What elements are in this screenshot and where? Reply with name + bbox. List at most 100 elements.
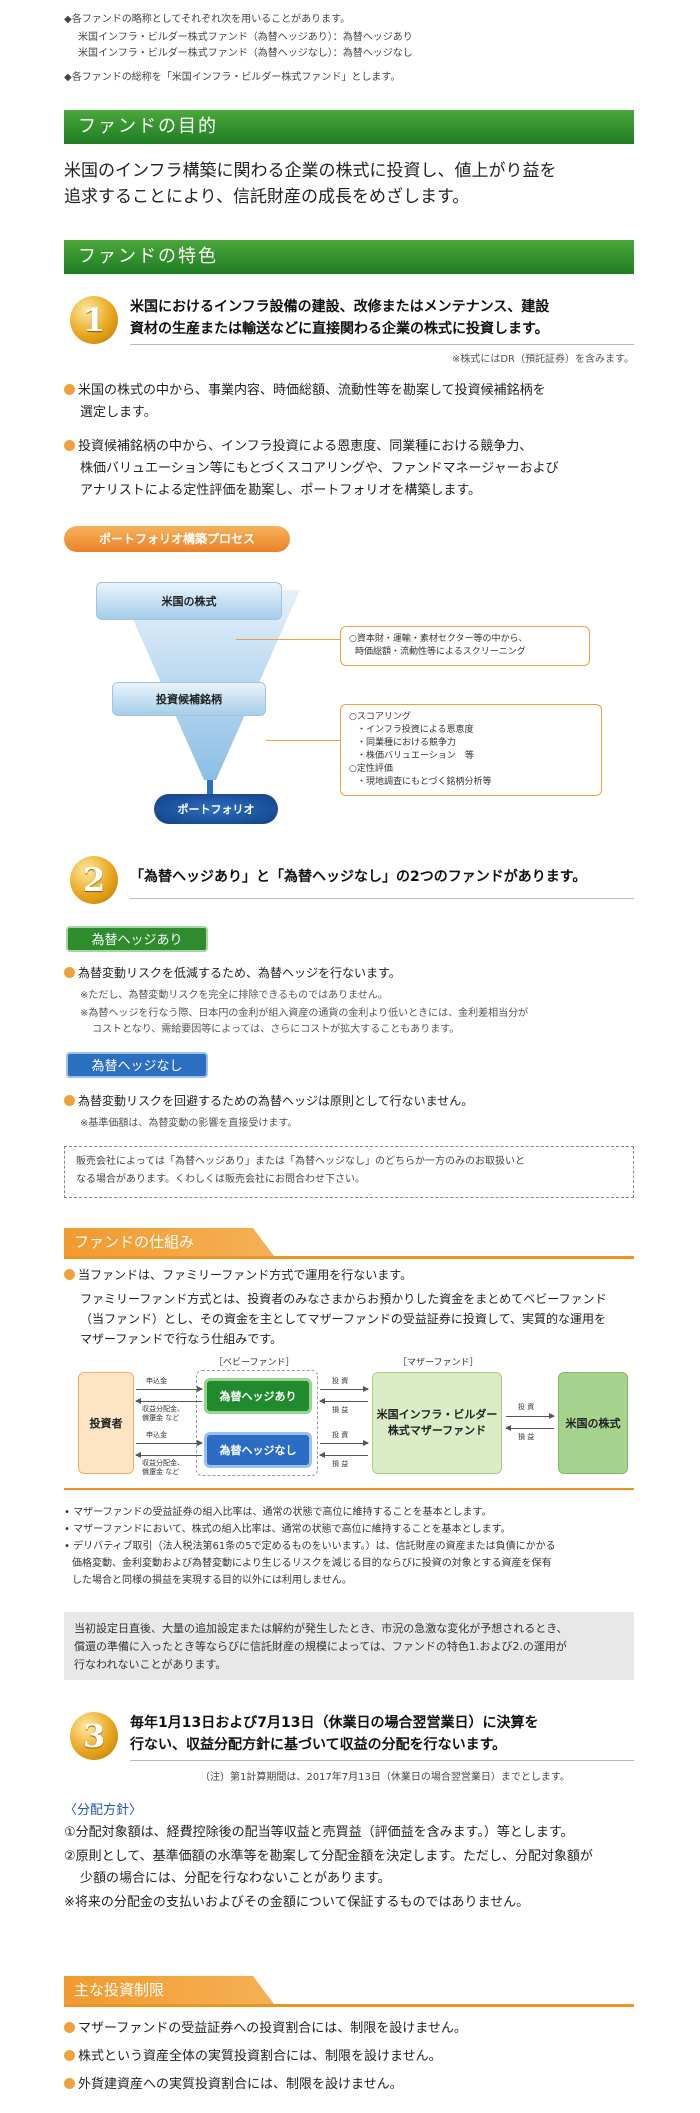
invest-label: 投 資 bbox=[518, 1403, 535, 1411]
feature-1-bullet-2b: 株価バリュエーション等にもとづくスコアリングや、ファンドマネージャーおよび bbox=[80, 461, 559, 476]
divider bbox=[64, 1488, 634, 1490]
hedge-yes-note-2a: ※為替ヘッジを行なう際、日本円の金利が組入資産の通貨の金利より低いときには、金利… bbox=[80, 1008, 529, 1019]
invest-label: 投 資 bbox=[332, 1377, 349, 1385]
dist-label-1: 収益分配金、 bbox=[142, 1405, 184, 1413]
structure-notes: • マザーファンドの受益証券の組入比率は、通常の状態で高位に維持することを基本と… bbox=[64, 1504, 634, 1589]
structure-note: 価格変動、金利変動および為替変動により生じるリスクを減じる目的ならびに投資の対象… bbox=[72, 1558, 552, 1569]
process-tag: ポートフォリオ構築プロセス bbox=[64, 526, 290, 552]
divider bbox=[130, 1760, 634, 1761]
feature-1-bullet-2c: アナリストによる定性評価を勘案し、ポートフォリオを構築します。 bbox=[80, 483, 482, 498]
baby-fund-label: ［ベビーファンド］ bbox=[214, 1358, 295, 1368]
investor-box: 投資者 bbox=[78, 1372, 134, 1474]
note-abbrev: ◆各ファンドの略称としてそれぞれ次を用いることがあります。 bbox=[64, 14, 351, 25]
note-collective: ◆各ファンドの総称を「米国インフラ・ビルダー株式ファンド」とします。 bbox=[64, 72, 401, 83]
gain-label: 損 益 bbox=[518, 1433, 535, 1441]
restriction-2: 株式という資産全体の実質投資割合には、制限を設けません。 bbox=[64, 2046, 442, 2068]
structure-bullet: 当ファンドは、ファミリーファンド方式で運用を行ないます。 bbox=[64, 1266, 412, 1285]
hedge-yes-note-1: ※ただし、為替変動リスクを完全に排除できるものではありません。 bbox=[80, 990, 388, 1001]
arrow-right-icon bbox=[506, 1413, 555, 1419]
divider bbox=[130, 344, 634, 345]
arrow-left-icon bbox=[319, 1398, 368, 1404]
structure-heading: ファンドの仕組み bbox=[64, 1228, 274, 1256]
purpose-text-1: 米国のインフラ構築に関わる企業の株式に投資し、値上がり益を bbox=[64, 161, 557, 181]
sales-note-box bbox=[64, 1146, 634, 1198]
arrow-left-icon bbox=[135, 1452, 202, 1458]
feature-1-title-1: 米国におけるインフラ設備の建設、改修またはメンテナンス、建設 bbox=[130, 299, 550, 315]
policy-2a: ②原則として、基準価額の水準等を勘案して分配金額を決定します。ただし、分配対象額… bbox=[64, 1849, 593, 1864]
bullet-icon bbox=[64, 2050, 75, 2061]
bullet-icon bbox=[64, 440, 75, 451]
connector bbox=[266, 740, 346, 741]
arrow-right-icon bbox=[136, 1386, 203, 1392]
note-hedge-yes: 米国インフラ・ビルダー株式ファンド（為替ヘッジあり）：為替ヘッジあり bbox=[78, 32, 413, 43]
arrow-left-icon bbox=[505, 1425, 554, 1431]
bullet-icon bbox=[64, 384, 75, 395]
bullet-icon bbox=[64, 1095, 75, 1106]
restriction-3: 外貨建資産への実質投資割合には、制限を設けません。 bbox=[64, 2074, 403, 2096]
sales-note-1: 販売会社によっては「為替ヘッジあり」または「為替ヘッジなし」のどちらか一方のみの… bbox=[76, 1156, 525, 1167]
hedge-no-bullet: 為替変動リスクを回避するための為替ヘッジは原則として行ないません。 bbox=[64, 1092, 473, 1111]
dist-label-1: 収益分配金、 bbox=[142, 1459, 184, 1467]
restriction-1: マザーファンドの受益証券への投資割合には、制限を設けません。 bbox=[64, 2018, 467, 2040]
arrow-right-icon bbox=[320, 1386, 369, 1392]
bullet-icon bbox=[64, 967, 75, 978]
arrow-left-icon bbox=[319, 1452, 368, 1458]
feature-1-bullet-1b: 選定します。 bbox=[80, 405, 157, 420]
sales-note-2: なる場合があります。くわしくは販売会社にお問合わせ下さい。 bbox=[76, 1174, 365, 1185]
features-heading: ファンドの特色 bbox=[64, 240, 634, 274]
bullet-icon bbox=[64, 2078, 75, 2089]
bullet-icon bbox=[64, 2022, 75, 2033]
purpose-heading: ファンドの目的 bbox=[64, 110, 634, 144]
feature-3-note: （注）第1計算期間は、2017年7月13日（休業日の場合翌営業日）までとします。 bbox=[200, 1772, 570, 1783]
hedge-no-tag: 為替ヘッジなし bbox=[66, 1052, 208, 1078]
policy-1: ①分配対象額は、経費控除後の配当等収益と売買益（評価益を含みます。）等とします。 bbox=[64, 1825, 574, 1840]
feature-2-title: 「為替ヘッジあり」と「為替ヘッジなし」の2つのファンドがあります。 bbox=[130, 869, 587, 885]
process-stage-candidates: 投資候補銘柄 bbox=[112, 682, 266, 716]
arrow-right-icon bbox=[136, 1440, 203, 1446]
structure-text-1: ファミリーファンド方式とは、投資者のみなさまからお預かりした資金をまとめてベビー… bbox=[80, 1292, 607, 1306]
structure-note: • デリバティブ取引（法人税法第61条の5で定めるものをいいます。）は、信託財産… bbox=[64, 1541, 556, 1552]
note-hedge-no: 米国インフラ・ビルダー株式ファンド（為替ヘッジなし）：為替ヘッジなし bbox=[78, 48, 413, 59]
arrow-left-icon bbox=[135, 1398, 202, 1404]
connector bbox=[236, 639, 346, 640]
feature-1-title-2: 資材の生産または輸送などに直接関わる企業の株式に投資します。 bbox=[130, 321, 549, 337]
bullet-icon bbox=[64, 1269, 75, 1280]
feature-3-title-2: 行ない、収益分配方針に基づいて収益の分配を行ないます。 bbox=[130, 1737, 507, 1753]
structure-note: • マザーファンドにおいて、株式の組入比率は、通常の状態で高位に維持することを基… bbox=[64, 1524, 511, 1535]
apply-label: 申込金 bbox=[146, 1431, 167, 1439]
feature-1-note: ※株式にはDR（預託証券）を含みます。 bbox=[451, 354, 634, 365]
baby-fund-frame bbox=[196, 1370, 318, 1476]
feature-3-title-1: 毎年1月13日および7月13日（休業日の場合翌営業日）に決算を bbox=[130, 1715, 539, 1731]
process-note-scoring: ○スコアリング ・インフラ投資による恩恵度 ・同業種における競争力 ・株価バリュ… bbox=[340, 704, 602, 796]
structure-text-2: （当ファンド）とし、その資金を主としてマザーファンドの受益証券に投資して、実質的… bbox=[80, 1312, 606, 1326]
gain-label: 損 益 bbox=[332, 1406, 349, 1414]
us-stocks-box: 米国の株式 bbox=[558, 1372, 628, 1474]
process-note-screening: ○資本財・運輸・素材セクター等の中から、 時価総額・流動性等によるスクリーニング bbox=[340, 626, 590, 666]
gain-label: 損 益 bbox=[332, 1460, 349, 1468]
hedge-yes-bullet: 為替変動リスクを低減するため、為替ヘッジを行ないます。 bbox=[64, 964, 401, 983]
policy-title: 〈分配方針〉 bbox=[64, 1803, 143, 1818]
arrow-right-icon bbox=[320, 1440, 369, 1446]
feature-1-number-icon: 1 bbox=[70, 296, 118, 344]
divider bbox=[64, 2004, 634, 2007]
hedge-yes-tag: 為替ヘッジあり bbox=[66, 926, 208, 952]
purpose-text-2: 追求することにより、信託財産の成長をめざします。 bbox=[64, 187, 470, 207]
structure-text-3: マザーファンドで行なう仕組みです。 bbox=[80, 1332, 283, 1346]
hedge-yes-note-2b: コストとなり、需給要因等によっては、さらにコストが拡大することもあります。 bbox=[92, 1024, 460, 1035]
hedge-no-note: ※基準価額は、為替変動の影響を直接受けます。 bbox=[80, 1118, 298, 1129]
feature-1-bullet-2a: 投資候補銘柄の中から、インフラ投資による恩恵度、同業種における競争力、 bbox=[64, 436, 532, 458]
feature-3-number-icon: 3 bbox=[70, 1712, 118, 1760]
mother-fund-box: 米国インフラ・ビルダー株式マザーファンド bbox=[372, 1372, 502, 1474]
operation-note-box: 当初設定日直後、大量の追加設定または解約が発生したとき、市況の急激な変化が予想さ… bbox=[64, 1612, 634, 1680]
policy-3: ※将来の分配金の支払いおよびその金額について保証するものではありません。 bbox=[64, 1895, 530, 1910]
mother-fund-label: ［マザーファンド］ bbox=[398, 1358, 479, 1368]
feature-2-number-icon: 2 bbox=[70, 856, 118, 904]
dist-label-2: 償還金 など bbox=[142, 1468, 180, 1476]
divider bbox=[130, 898, 634, 899]
process-stage-portfolio: ポートフォリオ bbox=[154, 794, 278, 824]
policy-2b: 少額の場合には、分配を行なわないことがあります。 bbox=[80, 1871, 391, 1886]
process-stage-stocks: 米国の株式 bbox=[96, 582, 282, 620]
fund-hedge-yes: 為替ヘッジあり bbox=[204, 1378, 312, 1414]
structure-note: • マザーファンドの受益証券の組入比率は、通常の状態で高位に維持することを基本と… bbox=[64, 1507, 492, 1518]
apply-label: 申込金 bbox=[146, 1377, 167, 1385]
